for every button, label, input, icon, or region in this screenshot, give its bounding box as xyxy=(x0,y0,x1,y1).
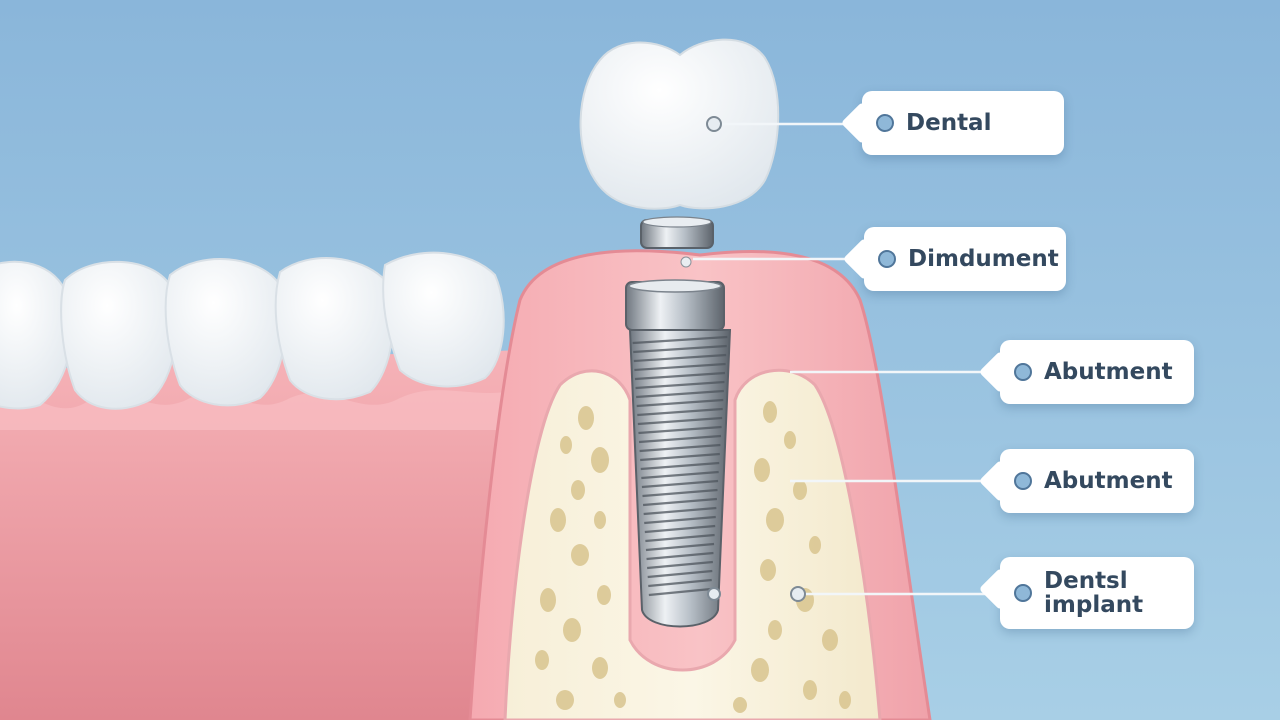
screw-thread xyxy=(636,398,724,408)
screw-thread xyxy=(633,353,727,363)
label-text: Dimdument xyxy=(908,245,1059,272)
screw-thread xyxy=(647,560,713,570)
gum-margin xyxy=(0,380,520,430)
screw-thread xyxy=(648,578,712,588)
screw-thread xyxy=(646,551,714,561)
label-marker-icon xyxy=(878,250,896,268)
screw-thread xyxy=(644,524,716,534)
label-abutment-lower: Abutment xyxy=(1000,449,1194,513)
screw-thread xyxy=(634,371,726,381)
natural-teeth xyxy=(0,251,505,410)
label-text: Abutment xyxy=(1044,358,1173,385)
screw-thread xyxy=(640,452,720,462)
screw-thread xyxy=(638,434,722,444)
pointer-lines xyxy=(693,122,1000,596)
dental-crown xyxy=(579,38,780,210)
screw-thread xyxy=(648,587,712,597)
screw-thread xyxy=(636,389,724,399)
screw-thread xyxy=(635,380,725,390)
label-text: Dental xyxy=(906,109,992,136)
screw-thread xyxy=(644,515,716,525)
screw-thread xyxy=(637,407,723,417)
screw-thread xyxy=(641,479,719,489)
screw-thread xyxy=(647,569,713,579)
screw-thread xyxy=(639,443,721,453)
label-marker-icon xyxy=(1014,584,1032,602)
label-text: Dentsl implant xyxy=(1044,567,1144,618)
label-dental-implant: Dentsl implant xyxy=(1000,557,1194,629)
screw-thread xyxy=(645,533,715,543)
screw-thread xyxy=(641,470,719,480)
label-dimdument: Dimdument xyxy=(864,227,1066,291)
abutment-piece xyxy=(640,216,714,268)
label-marker-icon xyxy=(1014,472,1032,490)
gum-left xyxy=(0,350,520,720)
label-dental: Dental xyxy=(862,91,1064,155)
pointer-dots xyxy=(706,116,806,602)
label-text: Abutment xyxy=(1044,467,1173,494)
screw-thread xyxy=(642,497,718,507)
screw-thread xyxy=(633,344,727,354)
implant-screw xyxy=(625,279,732,628)
label-marker-icon xyxy=(876,114,894,132)
screw-thread xyxy=(645,542,715,552)
screw-thread xyxy=(640,461,720,471)
screw-thread xyxy=(634,362,726,372)
screw-thread xyxy=(643,506,717,516)
screw-thread xyxy=(637,416,723,426)
label-marker-icon xyxy=(1014,363,1032,381)
screw-thread xyxy=(642,488,718,498)
screw-thread xyxy=(632,335,728,345)
label-abutment-upper: Abutment xyxy=(1000,340,1194,404)
screw-thread xyxy=(638,425,722,435)
bone-pores xyxy=(535,401,851,713)
